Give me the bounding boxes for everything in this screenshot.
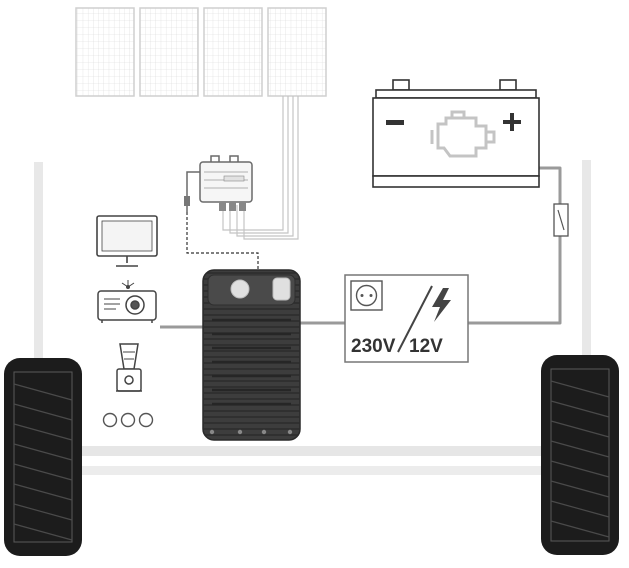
communication-line [186, 212, 259, 287]
fuse-icon [553, 203, 569, 237]
projector-icon [97, 280, 157, 323]
solar-cables [222, 96, 299, 240]
microinverter-icon [184, 155, 253, 212]
converter-box: 230V 12V [344, 274, 469, 363]
car-battery-icon [372, 79, 540, 188]
solar-panel-icon [75, 7, 327, 97]
ac-output-port [230, 279, 250, 299]
engine-icon [430, 110, 496, 158]
ac-voltage-label: 230V [351, 336, 396, 357]
socket-icon [350, 280, 383, 311]
power-station-icon [202, 269, 301, 441]
blender-icon [116, 343, 142, 392]
tire-icon [4, 355, 619, 556]
outlet-icons [102, 412, 154, 428]
divider-slash [397, 285, 433, 353]
lightning-bolt-icon [432, 288, 451, 322]
monitor-icon [96, 215, 158, 267]
dc-output-port [272, 277, 291, 301]
trailer-frame [34, 160, 591, 475]
dc-voltage-label: 12V [409, 336, 443, 357]
